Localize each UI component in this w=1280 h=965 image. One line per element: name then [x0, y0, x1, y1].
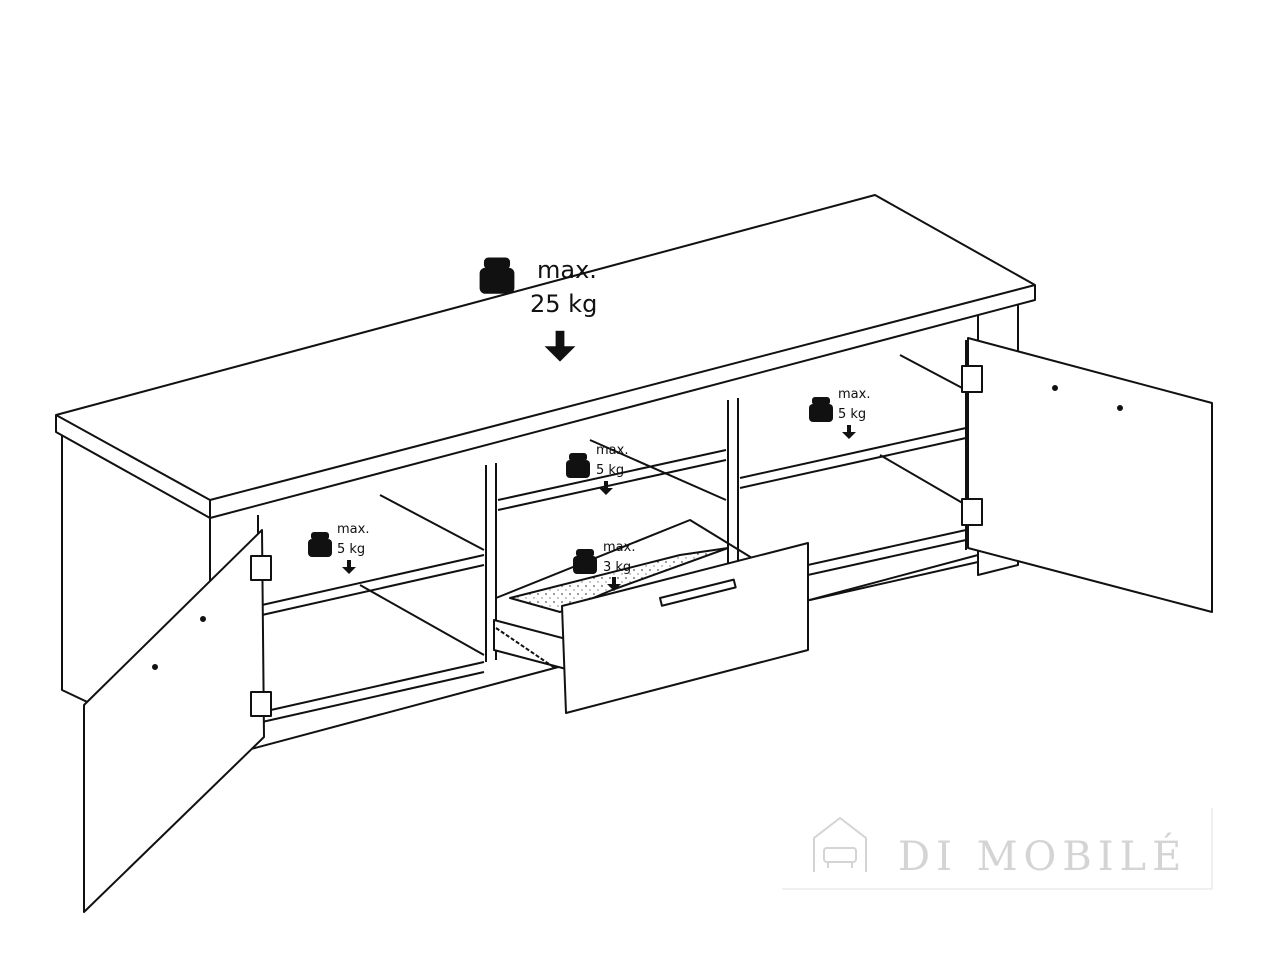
load-top-line1: max. — [537, 256, 597, 284]
drawer-front[interactable] — [561, 542, 809, 714]
load-left-line2: 5 kg — [337, 542, 365, 557]
load-drawer-line2: 3 kg — [603, 560, 631, 575]
load-drawer: max. 3 kg — [573, 540, 635, 591]
hinge-icon — [961, 365, 983, 393]
top-slab — [55, 194, 1036, 519]
hinge-icon — [961, 498, 983, 526]
sofa-house-icon — [813, 816, 867, 872]
weight-icon — [573, 549, 597, 574]
drawer[interactable] — [493, 519, 809, 714]
load-left-shelf: max. 5 kg — [308, 522, 369, 574]
drawer-handle[interactable] — [659, 578, 737, 607]
weight-icon — [566, 453, 590, 478]
load-right-shelf: max. 5 kg — [809, 387, 870, 439]
right-door[interactable] — [961, 337, 1213, 613]
load-right-line1: max. — [838, 387, 870, 402]
watermark: DI MOBILÉ — [782, 808, 1213, 890]
load-center-line1: max. — [596, 443, 628, 458]
load-drawer-line1: max. — [603, 540, 635, 555]
hinge-icon — [250, 555, 272, 581]
load-top: max. 25 kg — [479, 256, 597, 362]
weight-icon — [809, 397, 833, 422]
weight-icon — [479, 257, 515, 294]
load-center-shelf: max. 5 kg — [566, 443, 628, 495]
hinge-icon — [250, 691, 272, 717]
load-left-line1: max. — [337, 522, 369, 537]
weight-icon — [308, 532, 332, 557]
load-top-line2: 25 kg — [530, 290, 597, 318]
left-door[interactable] — [83, 529, 272, 913]
load-right-line2: 5 kg — [838, 407, 866, 422]
load-center-line2: 5 kg — [596, 463, 624, 478]
watermark-text: DI MOBILÉ — [898, 833, 1187, 880]
